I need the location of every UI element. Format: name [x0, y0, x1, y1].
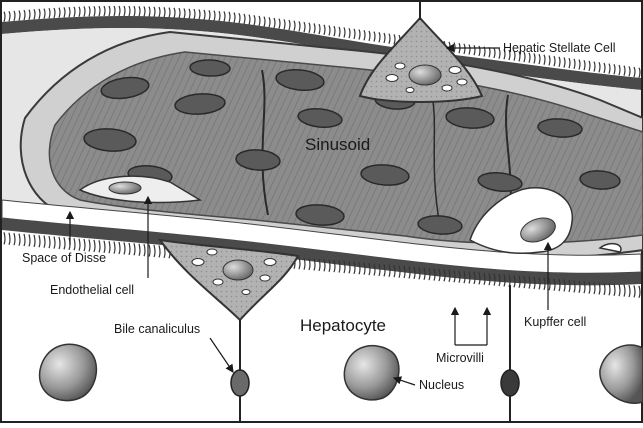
endothelial-nucleus: [109, 182, 141, 194]
stellate-nucleus: [223, 260, 253, 280]
label-endothelial-cell: Endothelial cell: [50, 283, 134, 297]
label-kupffer-cell: Kupffer cell: [524, 315, 586, 329]
label-nucleus: Nucleus: [419, 378, 464, 392]
bile-canaliculus: [231, 370, 249, 396]
label-hepatocyte: Hepatocyte: [300, 316, 386, 335]
hepatocyte-nucleus: [40, 344, 97, 400]
label-microvilli: Microvilli: [436, 351, 484, 365]
stellate-nucleus: [409, 65, 441, 85]
label-bile-canaliculus: Bile canaliculus: [114, 322, 200, 336]
bile-canaliculus: [501, 370, 519, 396]
label-sinusoid: Sinusoid: [305, 135, 370, 154]
label-hepatic-stellate-cell: Hepatic Stellate Cell: [503, 41, 616, 55]
hepatocyte-nucleus: [344, 346, 399, 400]
label-space-of-disse: Space of Disse: [22, 251, 106, 265]
